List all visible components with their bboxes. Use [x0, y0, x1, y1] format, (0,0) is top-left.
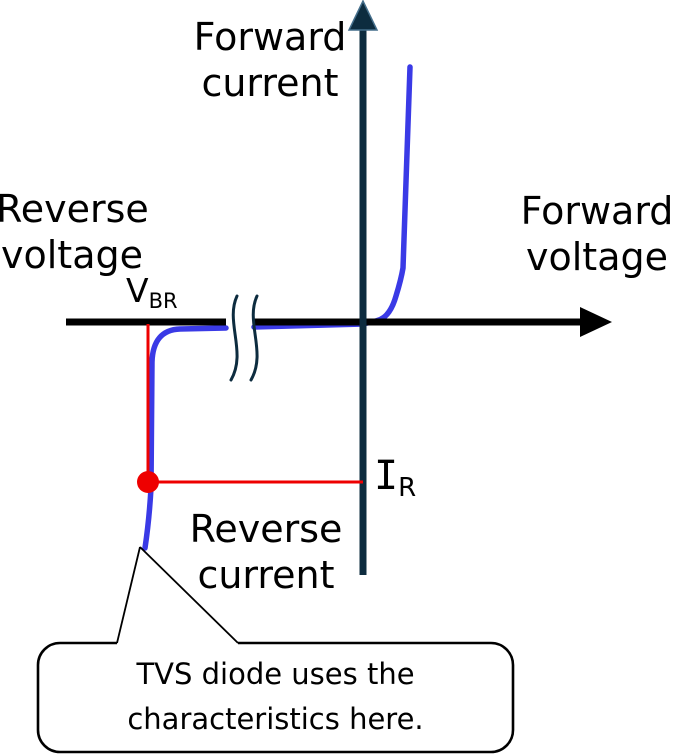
y-axis-arrowhead — [347, 0, 379, 31]
callout-text: TVS diode uses the characteristics here. — [38, 652, 513, 742]
callout-text-line2: characteristics here. — [127, 702, 424, 736]
forward-voltage-line1: Forward — [520, 189, 674, 233]
callout-pointer-right-line — [139, 546, 239, 644]
ir-symbol-subscript: R — [398, 473, 417, 503]
vbr-symbol-subscript: BR — [148, 289, 178, 313]
forward-current-line2: current — [201, 61, 339, 105]
reverse-voltage-line1: Reverse — [0, 187, 149, 231]
callout-text-line1: TVS diode uses the — [136, 657, 415, 691]
forward-current-label: Forward current — [160, 14, 380, 106]
vbr-symbol: VBR — [126, 274, 178, 318]
forward-voltage-line2: voltage — [526, 235, 668, 279]
reverse-voltage-line2: voltage — [1, 233, 143, 277]
forward-current-line1: Forward — [193, 15, 347, 59]
callout-bubble-fill — [38, 643, 513, 752]
ir-symbol-main: I — [374, 453, 399, 499]
iv-curve-reverse-segment — [142, 325, 229, 551]
iv-curve-forward-segment — [251, 64, 413, 330]
reverse-current-label: Reverse current — [166, 506, 366, 598]
ir-symbol: IR — [374, 456, 416, 508]
vbr-symbol-main: V — [126, 271, 149, 310]
axis-break-mark-left — [229, 294, 239, 382]
reverse-current-line2: current — [197, 553, 335, 597]
callout-bubble-border — [36, 641, 515, 754]
callout-pointer-left-line — [116, 546, 141, 644]
forward-voltage-label: Forward voltage — [518, 188, 675, 280]
reverse-voltage-label: Reverse voltage — [0, 186, 149, 278]
reverse-current-line1: Reverse — [189, 507, 343, 551]
axis-break-mark-right — [249, 294, 259, 382]
breakdown-point-marker — [137, 471, 159, 493]
x-axis-arrowhead — [580, 307, 612, 337]
